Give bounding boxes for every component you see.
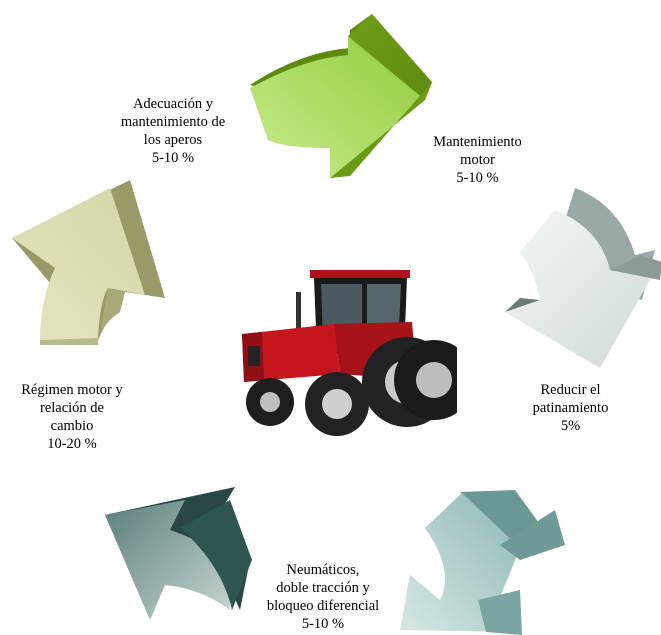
label-line: Reducir el <box>540 382 601 398</box>
label-line: 5-10 % <box>456 170 499 186</box>
label-line: doble tracción y <box>276 580 370 596</box>
tractor-image <box>242 270 457 436</box>
arrow-regimen-cambio <box>105 487 252 620</box>
label-line: Neumáticos, <box>286 562 360 578</box>
label-regimen: Régimen motor y relación de cambio 10-20… <box>2 381 142 453</box>
label-line: 5-10 % <box>151 150 195 166</box>
cab-roof <box>310 270 410 278</box>
arrow-motor <box>250 14 432 178</box>
label-line: 5-10 % <box>301 616 345 632</box>
label-line: 10-20 % <box>47 436 97 452</box>
arrow-patinamiento <box>505 188 661 368</box>
arrow-neumaticos <box>400 490 565 635</box>
label-line: motor <box>460 152 495 168</box>
label-line: Régimen motor y <box>21 382 123 398</box>
arrow-aperos <box>12 180 165 345</box>
label-line: los aperos <box>143 132 203 148</box>
label-neumaticos: Neumáticos, doble tracción y bloqueo dif… <box>248 561 398 633</box>
label-line: relación de <box>39 400 104 416</box>
label-aperos: Adecuación y mantenimiento de los aperos… <box>98 95 248 167</box>
label-line: mantenimiento de <box>120 114 226 130</box>
tractor-hood <box>242 324 340 382</box>
label-motor: Mantenimiento motor 5-10 % <box>410 133 545 187</box>
label-line: Adecuación y <box>132 96 214 112</box>
label-line: 5% <box>560 418 581 434</box>
label-line: bloqueo diferencial <box>266 598 380 614</box>
label-line: Mantenimiento <box>433 134 522 150</box>
label-line: cambio <box>50 418 94 434</box>
label-line: patinamiento <box>532 400 609 416</box>
label-patinamiento: Reducir el patinamiento 5% <box>508 381 633 435</box>
